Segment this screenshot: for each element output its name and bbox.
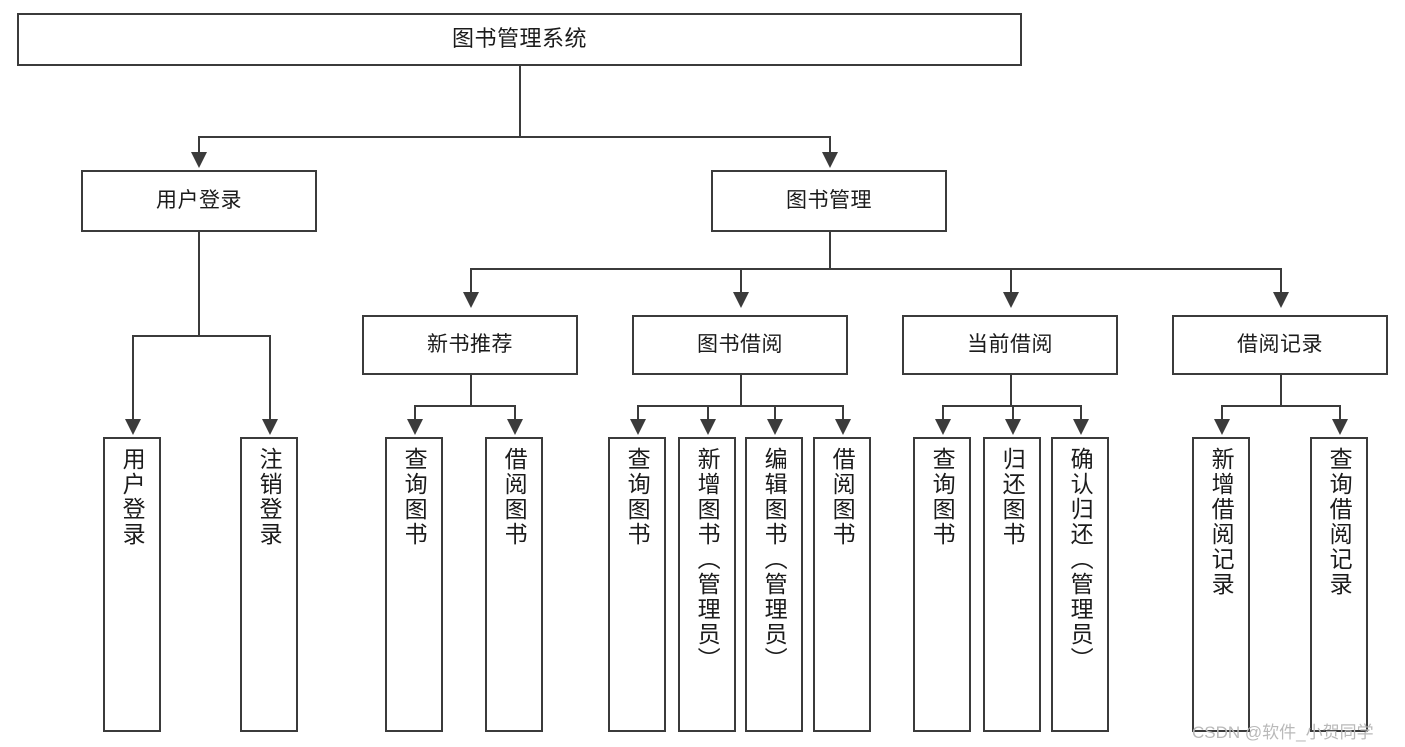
connector-current-borrow-stem <box>1010 375 1012 405</box>
node-new-book-recommendation-label: 新书推荐 <box>427 333 513 357</box>
leaf-user-login-label: 用户登录 <box>119 447 146 547</box>
connector-user-login-leg-1 <box>132 335 134 421</box>
node-current-borrowing[interactable]: 当前借阅 <box>902 315 1118 375</box>
connector-book-borrow-bus <box>637 405 842 407</box>
connector-borrow-records-leg-2 <box>1339 405 1341 419</box>
connector-book-borrow-leg-2 <box>707 405 709 419</box>
connector-borrow-records-stem <box>1280 375 1282 405</box>
connector-current-borrow-bus <box>942 405 1080 407</box>
arrowhead-to-book-mgmt <box>822 152 838 168</box>
leaf-query-book-rec-label: 查询图书 <box>401 447 428 547</box>
leaf-edit-book-admin-label: 编辑图书（管理员） <box>761 447 788 672</box>
connector-book-borrow-leg-1 <box>637 405 639 419</box>
leaf-borrow-book[interactable]: 借阅图书 <box>813 437 871 732</box>
leaf-user-login[interactable]: 用户登录 <box>103 437 161 732</box>
csdn-watermark: CSDN @软件_小贺同学 <box>1192 718 1374 743</box>
arrowhead-to-new-book-rec <box>463 292 479 308</box>
leaf-add-borrow-record-label: 新增借阅记录 <box>1208 447 1235 597</box>
leaf-borrow-book-rec-label: 借阅图书 <box>501 447 528 547</box>
connector-borrow-records-bus <box>1221 405 1339 407</box>
arrowhead-leaf-user-login <box>125 419 141 435</box>
connector-level2-bus <box>198 136 831 138</box>
node-user-login[interactable]: 用户登录 <box>81 170 317 232</box>
connector-user-login-stem <box>198 232 200 335</box>
node-current-borrowing-label: 当前借阅 <box>967 333 1053 357</box>
leaf-logout-label: 注销登录 <box>256 447 283 547</box>
node-borrowing-records[interactable]: 借阅记录 <box>1172 315 1388 375</box>
connector-borrow-records-leg-1 <box>1221 405 1223 419</box>
connector-current-borrow-leg-1 <box>942 405 944 419</box>
arrowhead-leaf-confirm-return <box>1073 419 1089 435</box>
arrowhead-leaf-logout <box>262 419 278 435</box>
arrowhead-leaf-borrow-book-1 <box>507 419 523 435</box>
arrowhead-to-borrow-records <box>1273 292 1289 308</box>
connector-to-book-mgmt <box>829 136 831 154</box>
leaf-return-book[interactable]: 归还图书 <box>983 437 1041 732</box>
leaf-add-book-admin[interactable]: 新增图书（管理员） <box>678 437 736 732</box>
connector-book-borrow-stem <box>740 375 742 405</box>
node-book-borrowing-label: 图书借阅 <box>697 333 783 357</box>
leaf-confirm-return-admin-label: 确认归还（管理员） <box>1067 447 1094 672</box>
leaf-confirm-return-admin[interactable]: 确认归还（管理员） <box>1051 437 1109 732</box>
connector-new-book-rec-leg-2 <box>514 405 516 419</box>
connector-current-borrow-leg-3 <box>1080 405 1082 419</box>
node-book-borrowing[interactable]: 图书借阅 <box>632 315 848 375</box>
connector-new-book-rec-stem <box>470 375 472 405</box>
leaf-logout[interactable]: 注销登录 <box>240 437 298 732</box>
connector-to-book-borrow <box>740 268 742 294</box>
arrowhead-leaf-edit-book <box>767 419 783 435</box>
arrowhead-leaf-query-book-3 <box>935 419 951 435</box>
leaf-edit-book-admin[interactable]: 编辑图书（管理员） <box>745 437 803 732</box>
leaf-query-book-current[interactable]: 查询图书 <box>913 437 971 732</box>
connector-user-login-bus <box>132 335 269 337</box>
node-new-book-recommendation[interactable]: 新书推荐 <box>362 315 578 375</box>
node-book-management[interactable]: 图书管理 <box>711 170 947 232</box>
connector-current-borrow-leg-2 <box>1012 405 1014 419</box>
leaf-query-book-current-label: 查询图书 <box>929 447 956 547</box>
arrowhead-leaf-query-book-1 <box>407 419 423 435</box>
leaf-add-book-admin-label: 新增图书（管理员） <box>694 447 721 672</box>
connector-new-book-rec-bus <box>414 405 514 407</box>
arrowhead-to-current-borrow <box>1003 292 1019 308</box>
connector-book-borrow-leg-3 <box>774 405 776 419</box>
leaf-borrow-book-rec[interactable]: 借阅图书 <box>485 437 543 732</box>
connector-root-stem <box>519 66 521 136</box>
connector-to-user-login <box>198 136 200 154</box>
connector-level3-bus <box>470 268 1280 270</box>
node-user-login-label: 用户登录 <box>156 189 242 213</box>
leaf-query-borrow-record-label: 查询借阅记录 <box>1326 447 1353 597</box>
arrowhead-to-user-login <box>191 152 207 168</box>
arrowhead-leaf-borrow-book-2 <box>835 419 851 435</box>
arrowhead-leaf-add-book <box>700 419 716 435</box>
arrowhead-to-book-borrow <box>733 292 749 308</box>
leaf-return-book-label: 归还图书 <box>999 447 1026 547</box>
leaf-add-borrow-record[interactable]: 新增借阅记录 <box>1192 437 1250 732</box>
arrowhead-leaf-add-record <box>1214 419 1230 435</box>
node-root-system[interactable]: 图书管理系统 <box>17 13 1022 66</box>
arrowhead-leaf-query-record <box>1332 419 1348 435</box>
connector-book-mgmt-stem <box>829 232 831 268</box>
connector-to-current-borrow <box>1010 268 1012 294</box>
leaf-query-borrow-record[interactable]: 查询借阅记录 <box>1310 437 1368 732</box>
connector-user-login-leg-2 <box>269 335 271 421</box>
node-root-label: 图书管理系统 <box>451 26 587 52</box>
leaf-borrow-book-label: 借阅图书 <box>829 447 856 547</box>
connector-book-borrow-leg-4 <box>842 405 844 419</box>
node-book-management-label: 图书管理 <box>786 189 872 213</box>
connector-to-new-book-rec <box>470 268 472 294</box>
csdn-watermark-text: CSDN @软件_小贺同学 <box>1192 723 1374 742</box>
leaf-query-book-borrow[interactable]: 查询图书 <box>608 437 666 732</box>
node-borrowing-records-label: 借阅记录 <box>1237 333 1323 357</box>
connector-to-borrow-records <box>1280 268 1282 294</box>
connector-new-book-rec-leg-1 <box>414 405 416 419</box>
arrowhead-leaf-return-book <box>1005 419 1021 435</box>
leaf-query-book-borrow-label: 查询图书 <box>624 447 651 547</box>
leaf-query-book-rec[interactable]: 查询图书 <box>385 437 443 732</box>
arrowhead-leaf-query-book-2 <box>630 419 646 435</box>
